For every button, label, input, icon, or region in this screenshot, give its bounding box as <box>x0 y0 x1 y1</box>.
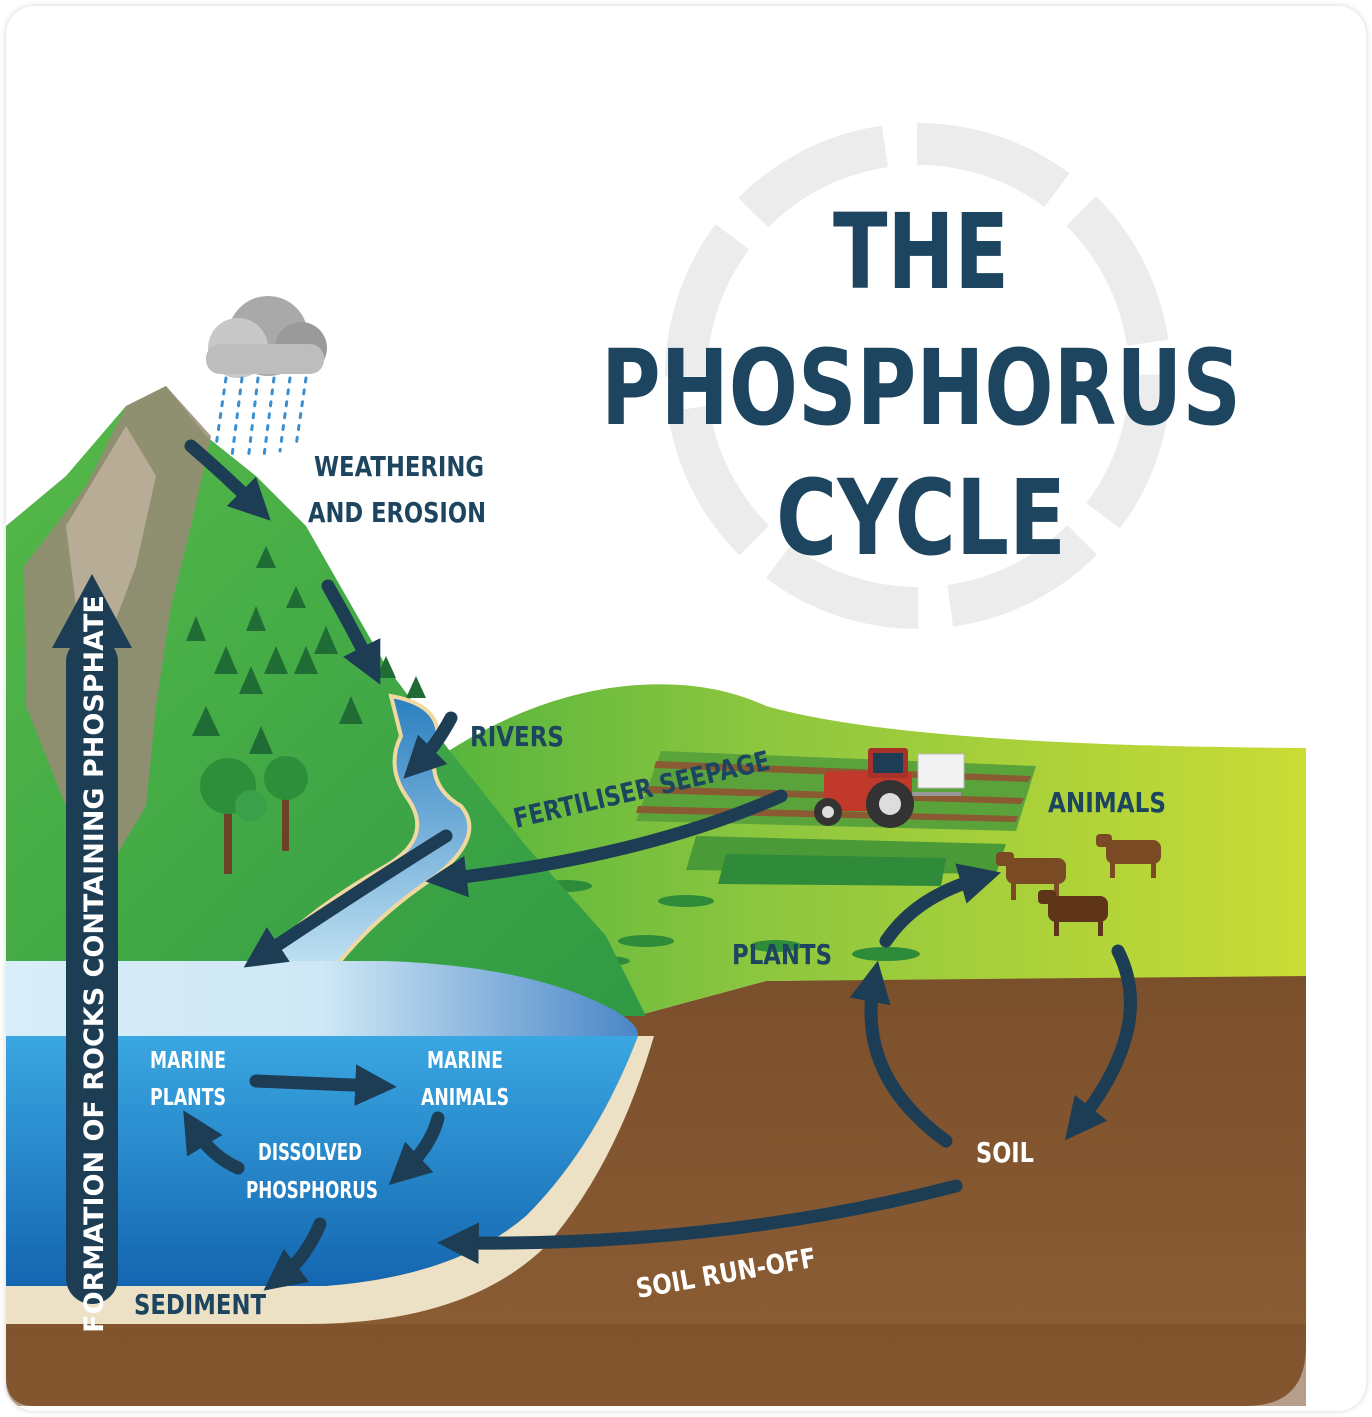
marine-plants-label-line-2: PLANTS <box>150 1085 226 1111</box>
rain-cloud-icon <box>206 296 327 463</box>
sea <box>6 1036 638 1286</box>
arrow-fertiliser <box>425 789 788 898</box>
marine-plants-label-line-1: MARINE <box>150 1048 226 1074</box>
marine-animals-label-line-1: MARINE <box>427 1048 503 1074</box>
cycle-arrows <box>183 439 1137 1291</box>
soil-label: SOIL <box>976 1136 1034 1169</box>
arrow-river-to-sea <box>243 829 453 968</box>
arrow-weathering <box>184 439 271 521</box>
arrow-rivers <box>403 711 458 779</box>
arrow-soil-to-plants <box>849 960 953 1148</box>
arrow-plants-to-animals <box>879 863 1002 948</box>
arrow-dissolved-to-sediment <box>263 1217 327 1291</box>
sea-bed <box>6 1036 654 1324</box>
title-line-3: CYCLE <box>776 457 1066 579</box>
pine-trees <box>186 546 426 754</box>
dissolved-label-line-2: PHOSPHORUS <box>246 1178 378 1204</box>
cows-icon <box>996 834 1161 936</box>
diagram-card: FORMATION OF ROCKS CONTAINING PHOSPHATE … <box>6 6 1366 1411</box>
bedrock-band <box>6 1324 1306 1406</box>
arrow-marine-animals-to-dissolved <box>388 1111 445 1186</box>
dissolved-label-line-1: DISSOLVED <box>258 1140 362 1166</box>
tractor-icon <box>814 748 965 828</box>
arrow-soil-runoff <box>437 1179 963 1265</box>
arrow-dissolved-to-marine-plants <box>183 1110 245 1175</box>
marine-animals-label-line-2: ANIMALS <box>421 1085 509 1111</box>
title-line-1: THE <box>833 191 1009 313</box>
arrow-animals-to-soil <box>1065 944 1137 1141</box>
formation-label: FORMATION OF ROCKS CONTAINING PHOSPHATE <box>79 595 110 1333</box>
arrow-marine-plants-to-animals <box>249 1064 397 1106</box>
formation-arrow <box>52 574 132 1304</box>
weathering-label-line-1: WEATHERING <box>314 450 484 483</box>
animals-label: ANIMALS <box>1048 786 1166 819</box>
sediment-label: SEDIMENT <box>134 1288 266 1321</box>
plants-label: PLANTS <box>732 938 832 971</box>
cycle-ring-icon <box>665 123 1171 629</box>
title-line-2: PHOSPHORUS <box>601 327 1241 449</box>
phosphorus-cycle-scene: FORMATION OF ROCKS CONTAINING PHOSPHATE … <box>6 123 1306 1406</box>
weathering-label-line-2: AND EROSION <box>308 496 486 529</box>
deciduous-trees <box>200 756 308 874</box>
rivers-label: RIVERS <box>470 720 564 753</box>
shallow-water <box>6 961 638 1041</box>
arrow-slope <box>321 579 381 685</box>
